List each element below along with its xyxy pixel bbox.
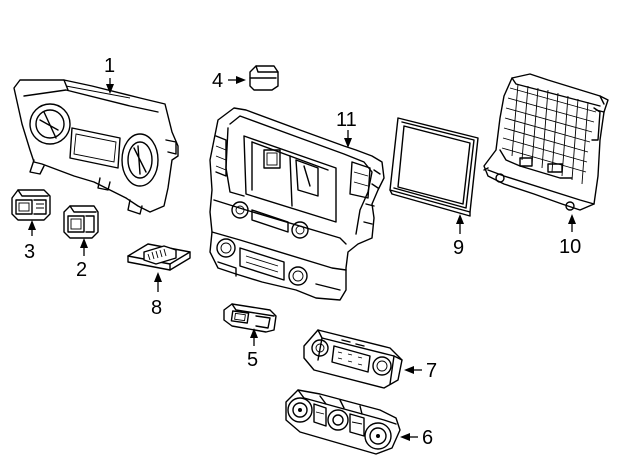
callout-5: 5 bbox=[247, 349, 258, 371]
callout-labels: 1 2 3 4 5 6 7 8 9 10 11 bbox=[24, 55, 581, 449]
climate-control-part-7 bbox=[303, 329, 403, 389]
mounting-bracket-part-10 bbox=[483, 73, 609, 211]
bracket-grid bbox=[501, 83, 597, 185]
callout-7: 7 bbox=[426, 360, 437, 382]
switch-part-5 bbox=[223, 303, 277, 333]
climate-control-part-6 bbox=[285, 389, 401, 455]
switch-part-2 bbox=[63, 205, 99, 239]
callout-3: 3 bbox=[24, 241, 35, 263]
callout-2: 2 bbox=[76, 259, 87, 281]
switch-part-3 bbox=[11, 189, 51, 221]
module-part-8 bbox=[127, 243, 191, 271]
instrument-cluster-part bbox=[13, 79, 179, 215]
center-bezel-part-11 bbox=[209, 107, 385, 301]
button-part-4 bbox=[249, 65, 279, 91]
callout-leaders bbox=[28, 76, 576, 441]
callout-8: 8 bbox=[151, 297, 162, 319]
callout-10: 10 bbox=[559, 236, 581, 258]
callout-4: 4 bbox=[212, 70, 223, 92]
callout-11: 11 bbox=[336, 109, 357, 131]
callout-1: 1 bbox=[104, 55, 115, 77]
callout-6: 6 bbox=[422, 427, 433, 449]
display-screen-part-9 bbox=[389, 117, 479, 217]
callout-9: 9 bbox=[453, 237, 464, 259]
